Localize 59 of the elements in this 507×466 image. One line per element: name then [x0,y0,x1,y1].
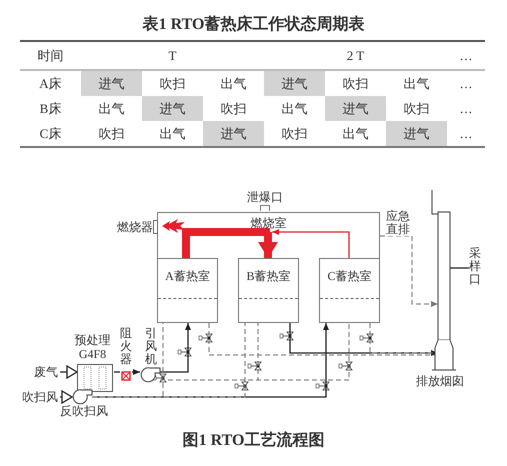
leader-line [450,267,469,269]
table-cell: 出气 [264,96,325,121]
regenerator-chamber [238,258,299,323]
table-cell: A床 [20,70,81,96]
table-cell: 出气 [81,96,142,121]
node-label: 燃烧器 [117,220,153,234]
figure-caption: 图1 RTO工艺流程图 [182,430,326,451]
node-label: 排放烟囱 [416,374,465,388]
dashed-pipe [380,236,438,307]
dashed-pipe [92,322,246,398]
node-label: 引风机 [145,327,157,366]
table-cell: 吹扫 [386,96,447,121]
combustion-chamber [157,212,380,258]
table-cell: 出气 [386,70,447,96]
regenerator-chamber [319,258,380,323]
table-cell: 进气 [386,121,447,147]
table-cell: 进气 [81,70,142,96]
node-label: 采样口 [469,247,481,286]
node-label: 燃烧室 [250,216,286,230]
table-title: 表1 RTO蓄热床工作状态周期表 [142,14,366,35]
table-cell: 出气 [325,121,386,147]
node-label: 阻火器 [120,327,132,366]
hot-gas-arrow [258,232,278,258]
table-cell: 吹扫 [264,121,325,147]
node-label: 泄爆口 [247,190,283,204]
table-cell: 出气 [203,70,264,96]
table-cell: T [81,41,264,70]
pipe-arrow [132,369,140,375]
node-label: 废气 [34,365,59,379]
table-cell: B床 [20,96,81,121]
table-cell: 出气 [142,121,203,147]
table-cell: 进气 [203,121,264,147]
table-cell: 进气 [325,96,386,121]
node-label: G4F8 [78,347,108,361]
table-cell: 进气 [142,96,203,121]
pipe-arrow [60,390,73,404]
node-label: 预处理 [74,333,112,347]
table-cell: 进气 [264,70,325,96]
table-cell: … [447,121,485,147]
hot-gas-arrow [272,229,350,258]
node-label: A蓄热室 [164,269,211,283]
table-cell: 2 T [264,41,447,70]
pipe-arrow [60,365,78,379]
table-cell: C床 [20,121,81,147]
pipe-arrow [160,323,191,373]
table-cell: 吹扫 [203,96,264,121]
table-cell: 吹扫 [325,70,386,96]
table-cell: … [447,96,485,121]
table-cell: 吹扫 [142,70,203,96]
regenerator-chamber [157,258,218,323]
table-cell: 时间 [20,41,81,70]
node-label: C蓄热室 [326,269,372,283]
edge-label: 应急直排 [385,210,411,236]
table-cell: 吹扫 [81,121,142,147]
table-cell: … [447,41,485,70]
table-cell: … [447,70,485,96]
node-label: B蓄热室 [245,269,292,283]
node-label: 反吹扫风 [60,404,109,418]
node-label: 吹扫风 [22,390,59,404]
